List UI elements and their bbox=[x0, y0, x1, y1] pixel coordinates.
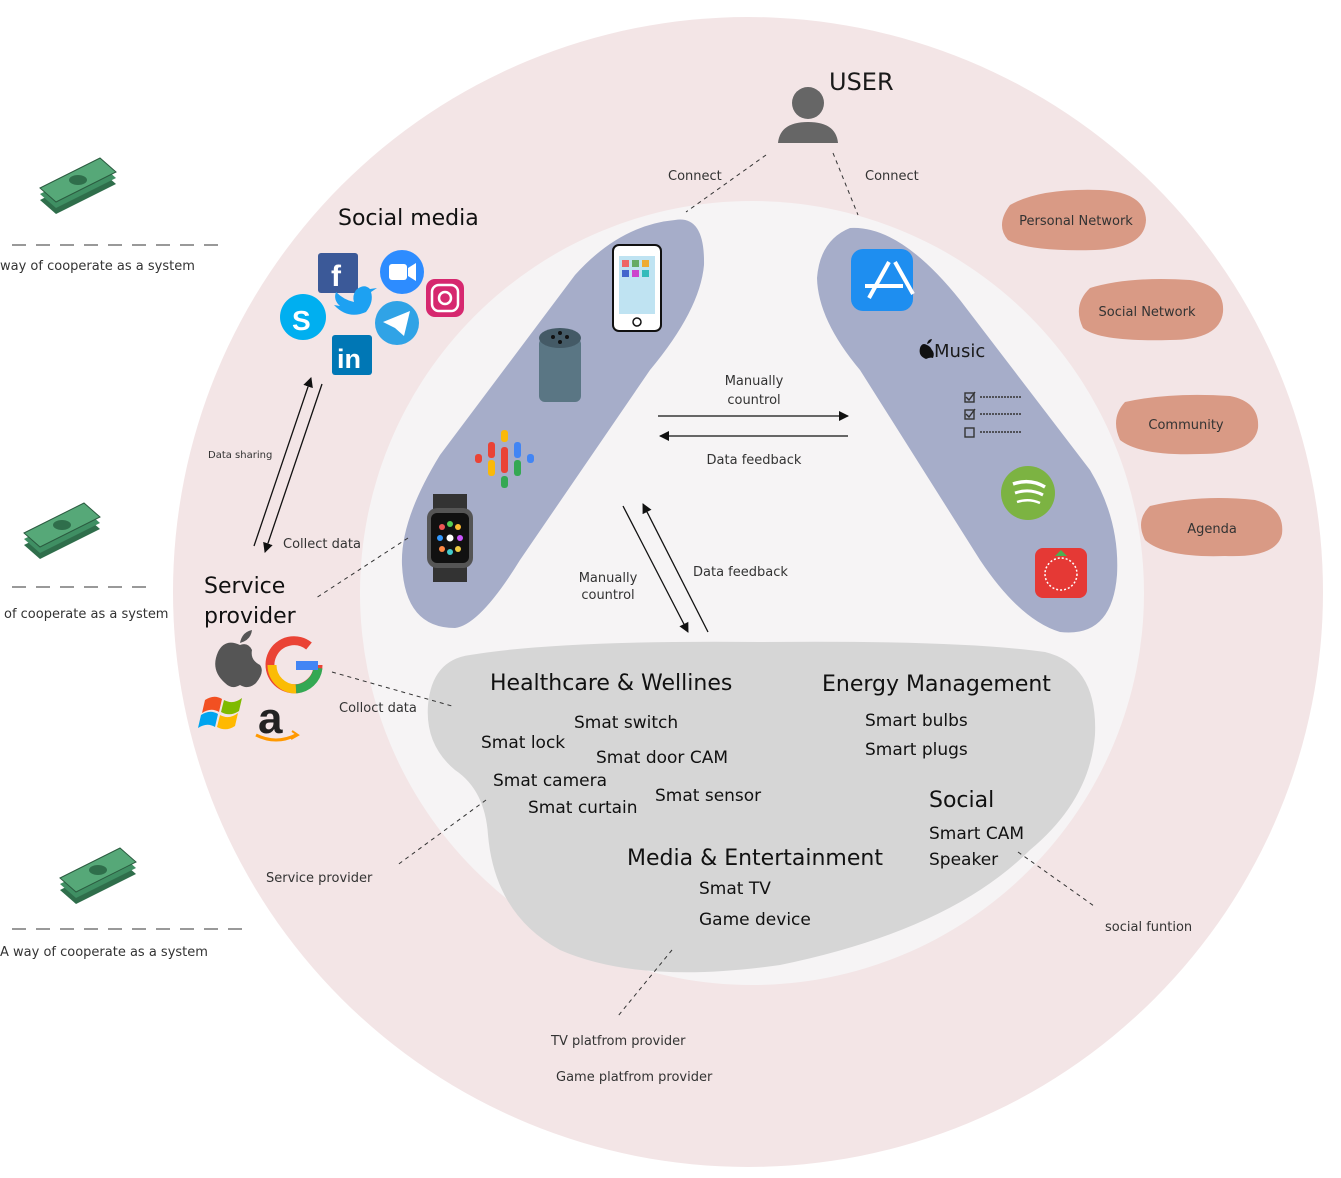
windows-icon bbox=[198, 696, 242, 730]
network-social: Social Network bbox=[1099, 305, 1196, 320]
flow-arrows bbox=[253, 377, 849, 633]
network-community: Community bbox=[1148, 418, 1224, 433]
amazon-icon: a bbox=[255, 694, 300, 743]
healthcare-item: Smat sensor bbox=[655, 786, 761, 806]
svg-text:in: in bbox=[337, 344, 361, 374]
svg-text:f: f bbox=[331, 260, 342, 293]
media-item: Smat TV bbox=[699, 879, 771, 899]
collect-data-label-2: Colloct data bbox=[339, 701, 417, 716]
money-stack-icon bbox=[59, 847, 137, 904]
network-personal: Personal Network bbox=[1019, 214, 1133, 229]
service-provider-title-line1: Service bbox=[204, 574, 285, 599]
healthcare-item: Smat lock bbox=[481, 733, 565, 753]
social-media-title: Social media bbox=[338, 206, 479, 231]
money-label-1: way of cooperate as a system bbox=[0, 259, 195, 274]
media-item: Game device bbox=[699, 910, 811, 930]
apple-icon bbox=[215, 630, 262, 688]
instagram-icon bbox=[426, 279, 464, 317]
checklist-icon bbox=[964, 391, 1022, 438]
spotify-icon bbox=[1001, 466, 1055, 520]
facebook-icon: f bbox=[318, 253, 358, 293]
network-blob-personal bbox=[1001, 189, 1146, 251]
energy-item: Smart plugs bbox=[865, 740, 968, 760]
connect-right-label: Connect bbox=[865, 169, 919, 184]
app-store-icon bbox=[851, 249, 915, 311]
healthcare-item: Smat door CAM bbox=[596, 748, 728, 768]
google-icon bbox=[265, 636, 323, 694]
skype-icon: S bbox=[280, 294, 326, 340]
user-label: USER bbox=[829, 68, 894, 96]
manually-control-top-line1: Manually bbox=[725, 374, 784, 389]
zoom-icon bbox=[380, 250, 424, 294]
tv-platform-annotation: TV platfrom provider bbox=[550, 1034, 686, 1049]
money-label-2: of cooperate as a system bbox=[4, 607, 168, 622]
healthcare-title: Healthcare & Wellines bbox=[490, 671, 732, 696]
network-blob-agenda bbox=[1141, 498, 1283, 557]
tomato-timer-icon bbox=[1035, 548, 1087, 598]
smart-home-blob bbox=[427, 641, 1096, 973]
apple-music-icon bbox=[919, 339, 934, 359]
data-feedback-top: Data feedback bbox=[707, 453, 802, 468]
network-blob-social bbox=[1078, 279, 1224, 341]
service-provider-title-line2: provider bbox=[204, 604, 297, 629]
money-stack-icon bbox=[23, 502, 101, 559]
social-function-annotation: social funtion bbox=[1105, 920, 1192, 935]
network-agenda: Agenda bbox=[1187, 522, 1237, 537]
google-podcasts-icon bbox=[475, 430, 534, 488]
music-label: Music bbox=[934, 341, 985, 362]
social-item: Smart CAM bbox=[929, 824, 1024, 844]
twitter-icon bbox=[334, 286, 377, 315]
svg-text:S: S bbox=[292, 305, 311, 336]
left-devices bbox=[427, 244, 662, 582]
collect-data-label: Collect data bbox=[283, 537, 361, 552]
smartphone-icon bbox=[612, 244, 662, 332]
social-item: Speaker bbox=[929, 850, 998, 870]
service-provider-icons: a bbox=[198, 630, 323, 743]
media-title: Media & Entertainment bbox=[627, 846, 883, 871]
manually-control-mid-line2: countrol bbox=[581, 588, 634, 603]
social-title: Social bbox=[929, 788, 994, 813]
healthcare-item: Smat curtain bbox=[528, 798, 638, 818]
svg-text:a: a bbox=[258, 694, 283, 743]
game-platform-annotation: Game platfrom provider bbox=[556, 1070, 713, 1085]
data-sharing-label: Data sharing bbox=[208, 450, 272, 461]
right-apps bbox=[851, 249, 1087, 598]
smart-speaker-icon bbox=[539, 328, 581, 402]
telegram-icon bbox=[375, 301, 419, 345]
network-blobs bbox=[1001, 189, 1283, 557]
smartwatch-icon bbox=[427, 494, 473, 582]
connect-left-label: Connect bbox=[668, 169, 722, 184]
healthcare-item: Smat switch bbox=[574, 713, 678, 733]
data-feedback-mid: Data feedback bbox=[693, 565, 788, 580]
linkedin-icon: in bbox=[332, 335, 372, 375]
energy-item: Smart bulbs bbox=[865, 711, 968, 731]
money-label-3: A way of cooperate as a system bbox=[0, 945, 208, 960]
dashed-connectors bbox=[12, 152, 1095, 1017]
energy-title: Energy Management bbox=[822, 672, 1051, 697]
money-stack-icon bbox=[39, 157, 117, 214]
service-provider-annotation: Service provider bbox=[266, 871, 373, 886]
app-band-right bbox=[817, 227, 1118, 633]
social-media-icons: f S in bbox=[280, 250, 464, 375]
manually-control-mid-line1: Manually bbox=[579, 571, 638, 586]
user-icon bbox=[778, 87, 838, 143]
manually-control-top-line2: countrol bbox=[727, 393, 780, 408]
healthcare-item: Smat camera bbox=[493, 771, 607, 791]
network-blob-community bbox=[1116, 394, 1259, 455]
